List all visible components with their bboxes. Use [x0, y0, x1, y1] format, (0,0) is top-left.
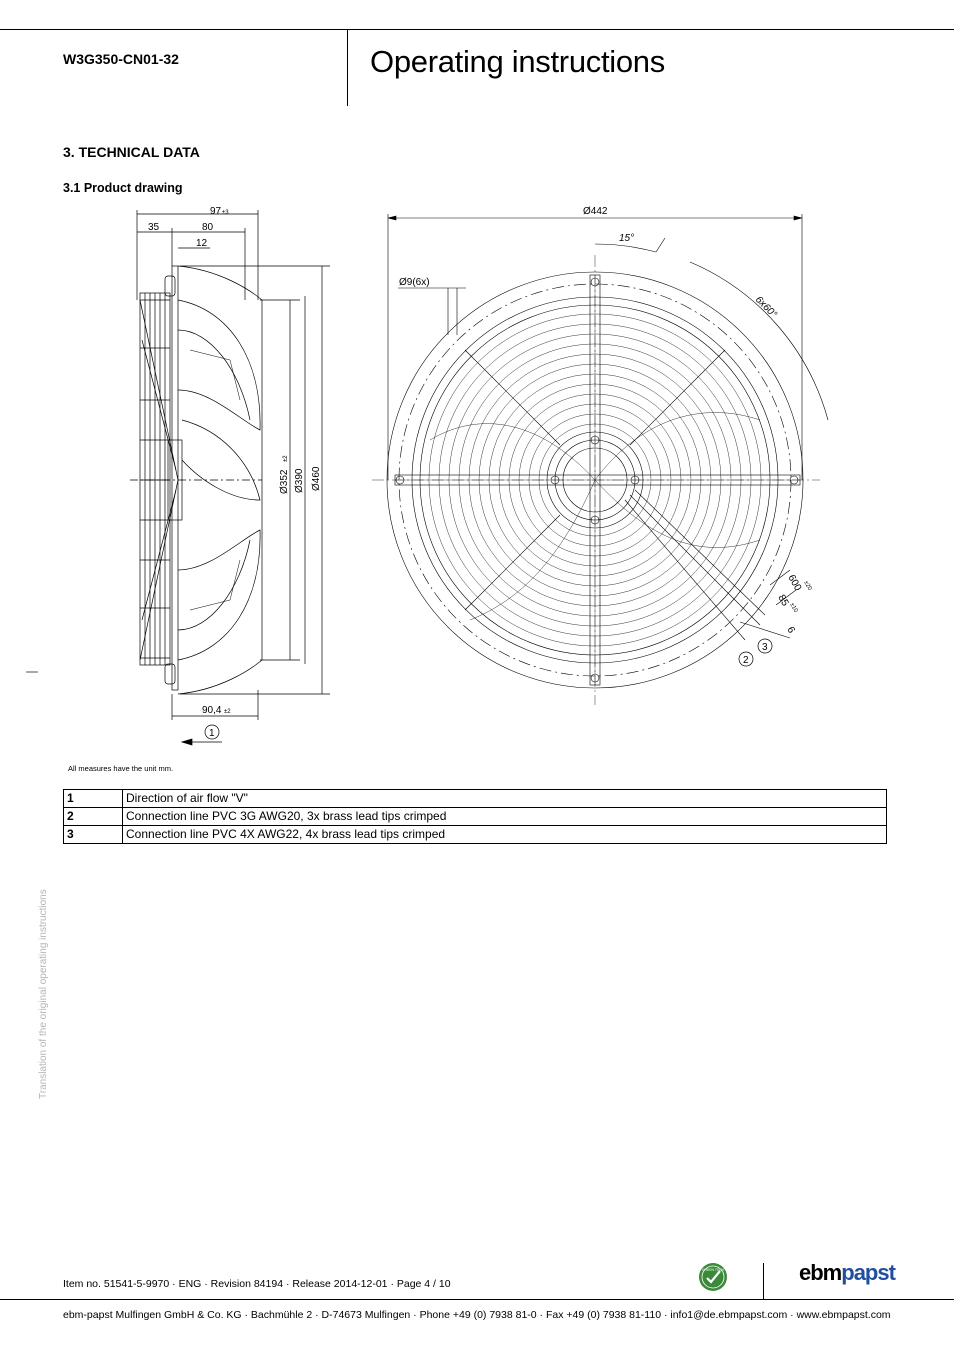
- dim-15deg: 15°: [619, 233, 634, 244]
- dim-80: 80: [202, 222, 214, 233]
- subsection-title: 3.1 Product drawing: [63, 181, 183, 195]
- legend-text: Direction of air flow "V": [122, 789, 887, 808]
- logo-divider: [763, 1263, 764, 1299]
- header-divider: [347, 29, 348, 106]
- side-view-labels: 97 ±3 35 80 12 Ø352 ±2 Ø390 Ø460 90,4 ±2…: [148, 206, 322, 740]
- table-row: 1 Direction of air flow "V": [63, 789, 887, 808]
- legend-num: 2: [63, 807, 123, 826]
- side-view: [26, 210, 330, 746]
- dim-600-tol: ±20: [802, 580, 813, 592]
- legend-table: 1 Direction of air flow "V" 2 Connection…: [63, 789, 887, 844]
- callout-2: 2: [743, 655, 749, 666]
- dim-9-6x: Ø9(6x): [399, 277, 430, 288]
- footer-company-line: ebm-papst Mulfingen GmbH & Co. KG · Bach…: [63, 1309, 891, 1321]
- front-view-labels: Ø442 15° Ø9(6x) 6x60° 600 ±20 85 ±10 6 2…: [399, 206, 813, 667]
- dim-390: Ø390: [294, 468, 305, 493]
- logo-papst: papst: [841, 1260, 896, 1285]
- footer-item-line: Item no. 51541-5-9970 · ENG · Revision 8…: [63, 1278, 451, 1290]
- table-row: 3 Connection line PVC 4X AWG22, 4x brass…: [63, 825, 887, 844]
- dim-85: 85: [775, 593, 790, 609]
- legend-num: 3: [63, 825, 123, 844]
- dim-904-tol: ±2: [224, 709, 231, 715]
- dim-97-tol: ±3: [222, 210, 229, 216]
- legend-text: Connection line PVC 4X AWG22, 4x brass l…: [122, 825, 887, 844]
- green-tech-badge-icon: GREEN TECH: [699, 1263, 727, 1291]
- header-top-rule: [0, 29, 954, 30]
- callout-3: 3: [762, 642, 768, 653]
- logo-ebm: ebm: [799, 1260, 842, 1285]
- front-view: [372, 214, 829, 705]
- dim-352: Ø352: [279, 469, 290, 494]
- dim-460: Ø460: [311, 466, 322, 491]
- callout-1: 1: [209, 728, 215, 739]
- table-row: 2 Connection line PVC 3G AWG20, 3x brass…: [63, 807, 887, 826]
- model-number: W3G350-CN01-32: [63, 51, 179, 67]
- legend-text: Connection line PVC 3G AWG20, 3x brass l…: [122, 807, 887, 826]
- measure-note: All measures have the unit mm.: [68, 764, 174, 773]
- document-title: Operating instructions: [370, 44, 665, 79]
- legend-num: 1: [63, 789, 123, 808]
- dim-97: 97: [210, 206, 222, 217]
- section-title: 3. TECHNICAL DATA: [63, 144, 200, 160]
- translation-note: Translation of the original operating in…: [38, 889, 49, 1099]
- dim-12: 12: [196, 238, 208, 249]
- dim-6x60deg: 6x60°: [753, 294, 779, 320]
- badge-text: GREEN TECH: [702, 1268, 725, 1272]
- product-drawing: 97 ±3 35 80 12 Ø352 ±2 Ø390 Ø460 90,4 ±2…: [26, 206, 829, 746]
- dim-600: 600: [785, 573, 803, 593]
- dim-35: 35: [148, 222, 160, 233]
- footer-rule: [0, 1299, 954, 1300]
- dim-352-tol: ±2: [283, 455, 289, 462]
- ebmpapst-logo: ebmpapst: [799, 1260, 896, 1286]
- dim-6: 6: [784, 625, 797, 636]
- dim-85-tol: ±10: [788, 602, 799, 614]
- dim-904: 90,4: [202, 705, 222, 716]
- dim-442: Ø442: [583, 206, 608, 217]
